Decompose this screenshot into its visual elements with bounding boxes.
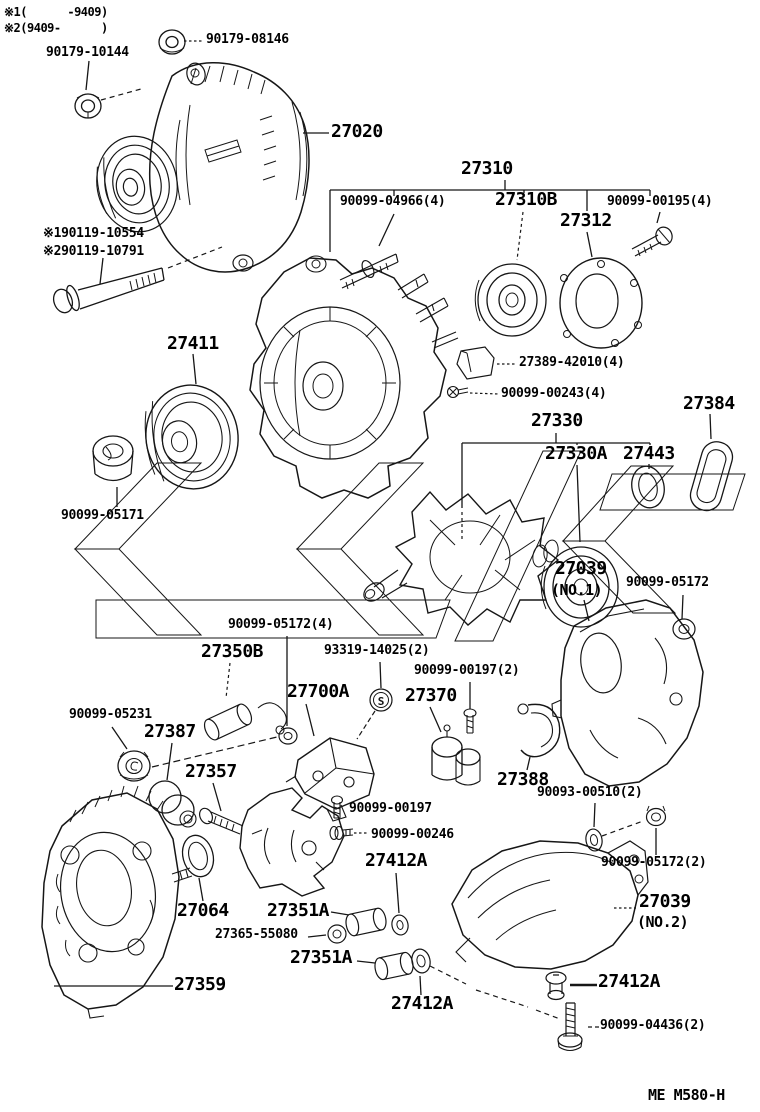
plug-27412a-art (545, 971, 567, 1001)
bearing-retainer-art (559, 257, 643, 349)
part-label-90099-00195: 90099-00195(4) (607, 194, 713, 209)
screw-90099-00197-art (330, 795, 344, 819)
bolt-90099-00195-art (631, 226, 673, 257)
part-label-27443: 27443 (623, 443, 675, 464)
part-label-27350b: 27350B (201, 641, 264, 662)
s-nut-glyph: S (378, 695, 385, 708)
washer-27412a-art (411, 948, 431, 974)
part-label-90099-05172: 90099-05172 (626, 575, 709, 590)
end-cover-no2-art (451, 840, 649, 970)
part-label-90099-00197: 90099-00197 (349, 801, 432, 816)
terminal-boot-art (689, 441, 734, 512)
part-label-90099-05171: 90099-05171 (61, 508, 144, 523)
part-label-27411: 27411 (167, 333, 219, 354)
rotor-art (363, 490, 560, 626)
bearing-seal-art (631, 465, 665, 509)
spacer-27351a-1-art (345, 907, 387, 937)
part-label-27412a-bottom: 27412A (391, 993, 454, 1014)
part-label-27020: 27020 (331, 121, 383, 142)
nut-90179-08146-art (158, 29, 186, 55)
part-label-90179-08146: 90179-08146 (206, 32, 289, 47)
part-label-90099-00197x2: 90099-00197(2) (414, 663, 520, 678)
nut-90099-05172x4-art (278, 727, 298, 745)
stud-bolt-art (339, 253, 399, 290)
front-bracket-art (41, 785, 193, 1019)
part-label-93319-14025: 93319-14025(2) (324, 643, 430, 658)
part-label-90099-05172x2: 90099-05172(2) (601, 855, 707, 870)
part-label-90099-05231: 90099-05231 (69, 707, 152, 722)
part-label-27359: 27359 (174, 974, 226, 995)
washer-90093-00510-art (585, 828, 603, 852)
regulator-art (285, 737, 375, 822)
condenser-art (203, 702, 287, 741)
part-label-90119-10791: ※290119-10791 (43, 244, 144, 259)
brush-holder-art (198, 787, 345, 897)
screw-90099-00197x2-art (463, 708, 477, 734)
nut-90099-05172-art (672, 618, 696, 640)
note-asterisk-1: ※1( -9409) (4, 5, 108, 19)
part-label-27388: 27388 (497, 769, 549, 790)
part-label-27370: 27370 (405, 685, 457, 706)
part-label-27310b: 27310B (495, 189, 558, 210)
bearing-cover-art (148, 780, 197, 828)
part-label-27312: 27312 (560, 210, 612, 231)
watermark (73, 450, 746, 642)
part-label-27039-no1-sub: (NO.1) (551, 581, 603, 599)
part-label-27365-55080: 27365-55080 (215, 927, 298, 942)
alternator-assembly-art (96, 62, 310, 273)
part-label-27389-42010: 27389-42010(4) (519, 355, 625, 370)
end-cover-no1-art (551, 599, 704, 787)
nut-90179-10144-art (74, 93, 102, 119)
part-label-90179-10144: 90179-10144 (46, 45, 129, 60)
part-label-27387: 27387 (144, 721, 196, 742)
part-label-27310: 27310 (461, 158, 513, 179)
front-bearing-art (474, 263, 547, 337)
s-nut-art: S (369, 688, 393, 712)
part-label-90099-04966: 90099-04966(4) (340, 194, 446, 209)
part-label-90099-05172x4: 90099-05172(4) (228, 617, 334, 632)
part-label-27412a-mid: 27412A (365, 850, 428, 871)
part-label-27064: 27064 (177, 900, 229, 921)
clamp-art (517, 703, 561, 758)
part-label-90099-04436: 90099-04436(2) (600, 1018, 706, 1033)
part-label-27039-no2-sub: (NO.2) (637, 913, 689, 931)
leader-lines (54, 60, 712, 996)
part-label-27412a-right: 27412A (598, 971, 661, 992)
screw-90099-00243-art (446, 385, 469, 399)
dashed-lines (100, 40, 644, 1028)
bolt-90099-04436-art (557, 1002, 583, 1052)
page-code: ME M580-H (648, 1086, 725, 1104)
nut-90099-05231-art (117, 750, 151, 782)
part-label-27384: 27384 (683, 393, 735, 414)
rear-bearing-art (540, 546, 619, 628)
part-label-27330a: 27330A (545, 443, 608, 464)
nut-90099-05172x2-art (645, 805, 667, 827)
rectifier-art (431, 724, 481, 786)
terminal-insulator-art (456, 346, 495, 380)
part-label-27700a: 27700A (287, 681, 350, 702)
part-label-27351a-2: 27351A (290, 947, 353, 968)
spacer-27351a-2-art (374, 951, 414, 981)
rear-housing-art (249, 255, 459, 499)
insulator-washer-art (391, 914, 409, 936)
part-label-90119-10554: ※190119-10554 (43, 226, 144, 241)
alternator-pulley-art (96, 135, 178, 233)
part-label-27351a-1: 27351A (267, 900, 330, 921)
part-label-27330: 27330 (531, 410, 583, 431)
seal-27064-art (181, 834, 215, 878)
pulley-art (144, 384, 239, 490)
nut-27365-art (327, 924, 347, 944)
through-bolt-art (52, 267, 165, 314)
part-label-27039-no2: 27039 (639, 891, 691, 912)
part-label-90093-00510: 90093-00510(2) (537, 785, 643, 800)
note-asterisk-2: ※2(9409- ) (4, 21, 108, 35)
part-label-27039-no1: 27039 (555, 558, 607, 579)
part-label-90099-00246: 90099-00246 (371, 827, 454, 842)
part-label-90099-00243: 90099-00243(4) (501, 386, 607, 401)
pulley-nut-art (92, 435, 134, 482)
part-label-27357: 27357 (185, 761, 237, 782)
